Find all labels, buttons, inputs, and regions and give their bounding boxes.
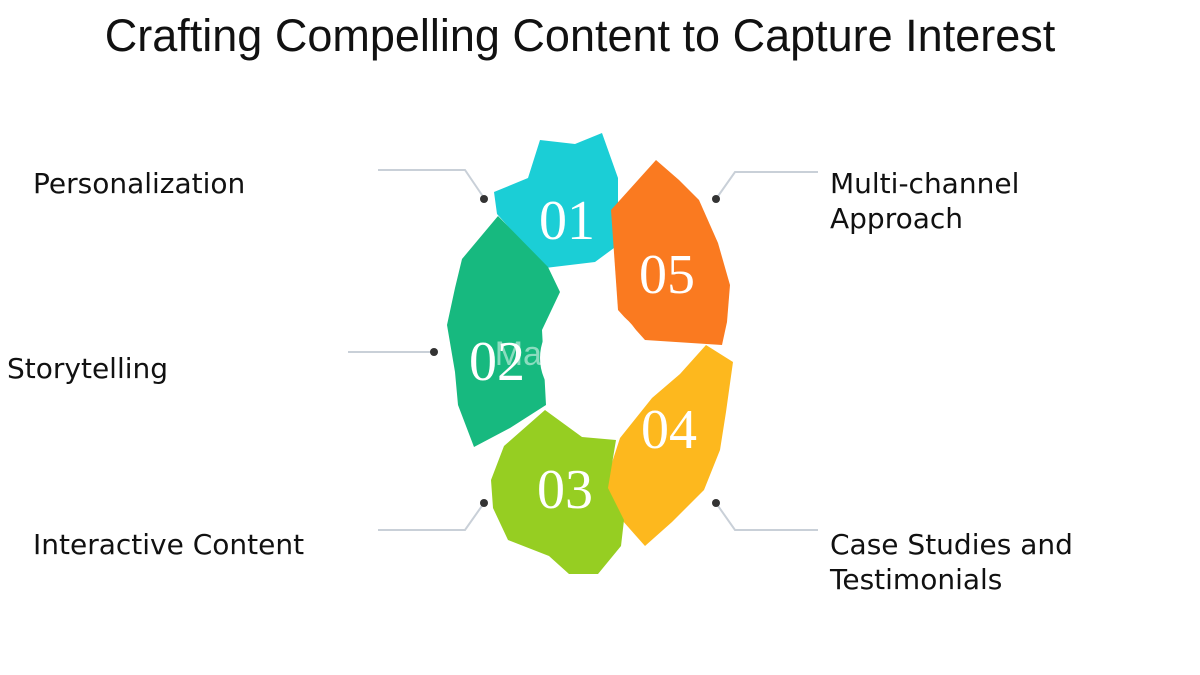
label-line: Approach — [830, 202, 964, 235]
connector-dot-01 — [480, 195, 488, 203]
connector-dot-03 — [480, 499, 488, 507]
label-line: Case Studies and — [830, 528, 1073, 561]
segment-number-01: 01 — [539, 190, 595, 252]
gear-segment-01 — [494, 133, 618, 268]
gear-segment-04 — [605, 345, 733, 546]
gear-segment-02 — [447, 216, 560, 447]
connector-dot-04 — [712, 499, 720, 507]
segment-number-03: 03 — [537, 459, 593, 521]
connector-dot-05 — [712, 195, 720, 203]
connector-line-01 — [378, 169, 485, 199]
gear-segment-05 — [611, 160, 730, 345]
label-line: Personalization — [33, 167, 246, 200]
label-personalization: Personalization — [33, 166, 245, 201]
label-line: Storytelling — [7, 352, 169, 385]
label-line: Multi-channel — [830, 167, 1020, 200]
label-line: Interactive Content — [33, 528, 305, 561]
connector-line-05 — [715, 171, 818, 200]
watermark: MasterCon... — [495, 335, 690, 373]
gear-segment-03 — [491, 410, 624, 574]
label-case-studies: Case Studies and Testimonials — [830, 527, 1073, 597]
gear-center-hole — [540, 306, 644, 410]
segment-number-02: 02 — [469, 331, 525, 393]
label-line: Testimonials — [830, 563, 1003, 596]
label-storytelling: Storytelling — [7, 351, 168, 386]
connector-dot-02 — [430, 348, 438, 356]
connector-line-03 — [378, 502, 485, 531]
connector-line-04 — [715, 502, 818, 531]
label-interactive-content: Interactive Content — [33, 527, 304, 562]
page-title: Crafting Compelling Content to Capture I… — [104, 10, 1056, 61]
segment-number-05: 05 — [639, 244, 695, 306]
segment-number-04: 04 — [641, 399, 697, 461]
label-multi-channel-approach: Multi-channel Approach — [830, 166, 1019, 236]
